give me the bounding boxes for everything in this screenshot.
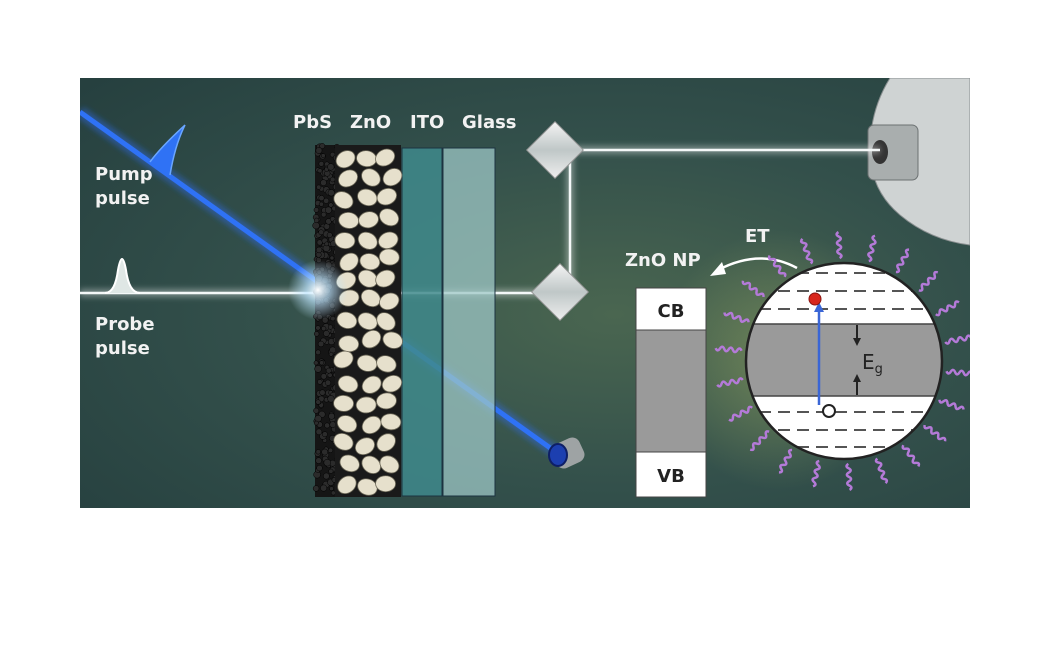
zno-particle bbox=[333, 350, 354, 369]
zno-particle bbox=[379, 208, 400, 227]
zno-particle bbox=[380, 413, 402, 431]
ligand-icon bbox=[714, 345, 743, 354]
zno-particle bbox=[378, 231, 399, 250]
ligand-icon bbox=[867, 234, 877, 263]
zno-particle bbox=[378, 248, 400, 266]
pump-label-line1: Pump bbox=[95, 164, 153, 185]
ligand-icon bbox=[749, 430, 770, 452]
probe-label-line2: pulse bbox=[95, 338, 150, 359]
zno-particle bbox=[333, 395, 354, 412]
zno-particle bbox=[376, 187, 397, 206]
ligand-icon bbox=[874, 457, 889, 484]
ligand-icon bbox=[945, 368, 970, 377]
zno-particle bbox=[361, 415, 382, 435]
hole bbox=[822, 404, 836, 418]
zno-particle bbox=[361, 455, 381, 474]
pump-label-line2: pulse bbox=[95, 188, 150, 209]
vb-label: VB bbox=[657, 466, 685, 487]
zno-particle bbox=[333, 433, 354, 451]
zno-band-diagram: CB VB bbox=[635, 287, 707, 498]
pbs-quantum-dot: Eg bbox=[744, 261, 944, 461]
zno-particle bbox=[339, 252, 359, 272]
electron-transfer-arrowhead bbox=[710, 262, 726, 276]
ligand-icon bbox=[944, 334, 970, 345]
ligand-icon bbox=[901, 444, 921, 467]
zno-np-label: ZnO NP bbox=[625, 250, 701, 271]
zno-particle bbox=[337, 375, 359, 393]
ligand-icon bbox=[895, 248, 910, 274]
mirror-top bbox=[526, 121, 584, 179]
ligand-icon bbox=[716, 377, 744, 388]
zno-particle bbox=[382, 168, 403, 187]
ligand-icon bbox=[723, 311, 750, 323]
glass-layer bbox=[442, 147, 496, 497]
layer-label-pbs: PbS bbox=[293, 112, 332, 133]
bandgap-label: Eg bbox=[862, 350, 883, 377]
zno-particle bbox=[357, 312, 378, 331]
ligand-icon bbox=[767, 255, 787, 278]
et-label: ET bbox=[745, 226, 770, 247]
ligand-icon bbox=[741, 280, 765, 298]
zno-particle bbox=[357, 478, 378, 496]
pump-pulse-shape bbox=[149, 124, 186, 176]
zno-particle bbox=[357, 231, 378, 250]
zno-particle bbox=[375, 269, 396, 288]
cb-label: CB bbox=[658, 301, 685, 322]
layer-label-zno: ZnO bbox=[350, 112, 391, 133]
zno-particle bbox=[336, 415, 358, 433]
ligand-icon bbox=[923, 424, 947, 442]
ligand-icon bbox=[918, 270, 939, 292]
zno-particle bbox=[355, 396, 377, 414]
zno-particle bbox=[376, 392, 397, 410]
ligand-icon bbox=[778, 448, 793, 474]
zno-particle bbox=[376, 312, 396, 331]
zno-particle bbox=[375, 475, 396, 493]
zno-particle bbox=[354, 437, 375, 456]
zno-particle bbox=[337, 475, 357, 495]
beam-overlap-glow bbox=[288, 260, 348, 320]
zno-particle bbox=[379, 455, 400, 474]
zno-particle bbox=[381, 374, 403, 393]
zno-particle bbox=[335, 150, 356, 169]
camera-icon bbox=[867, 78, 970, 246]
ligand-icon bbox=[811, 459, 821, 488]
zno-particle bbox=[361, 329, 382, 349]
electron-transfer-arrow bbox=[717, 257, 798, 272]
ligand-icon bbox=[938, 399, 965, 411]
detector-icon bbox=[548, 437, 585, 469]
zno-particle bbox=[376, 433, 396, 452]
ligand-icon bbox=[935, 300, 960, 317]
zno-particle bbox=[358, 211, 379, 229]
zno-particle bbox=[357, 269, 378, 288]
layer-label-ito: ITO bbox=[410, 112, 444, 133]
ligand-icon bbox=[835, 231, 843, 260]
zno-particle bbox=[357, 188, 378, 207]
zno-particle bbox=[339, 454, 360, 473]
electron bbox=[808, 292, 822, 306]
zno-particle bbox=[379, 292, 400, 311]
zno-particle bbox=[375, 148, 396, 167]
probe-label-line1: Probe bbox=[95, 314, 155, 335]
ligand-icon bbox=[799, 238, 814, 265]
zno-particle bbox=[361, 168, 381, 187]
zno-layer bbox=[333, 145, 403, 497]
zno-particle bbox=[359, 253, 381, 271]
zno-particle bbox=[333, 191, 354, 210]
probe-pulse-shape bbox=[104, 258, 141, 294]
zno-particle bbox=[334, 232, 356, 250]
zno-particle bbox=[356, 354, 378, 372]
ligand-icon bbox=[728, 405, 753, 422]
zno-particle bbox=[376, 355, 397, 373]
mirror-bottom bbox=[531, 263, 589, 321]
zno-particle bbox=[338, 169, 358, 188]
zno-particle bbox=[336, 311, 358, 329]
ito-layer bbox=[401, 147, 443, 497]
ligand-icon bbox=[845, 462, 853, 491]
ligands bbox=[714, 231, 970, 491]
zno-particle bbox=[382, 331, 403, 349]
layer-label-glass: Glass bbox=[462, 112, 517, 133]
zno-particle bbox=[361, 375, 382, 394]
